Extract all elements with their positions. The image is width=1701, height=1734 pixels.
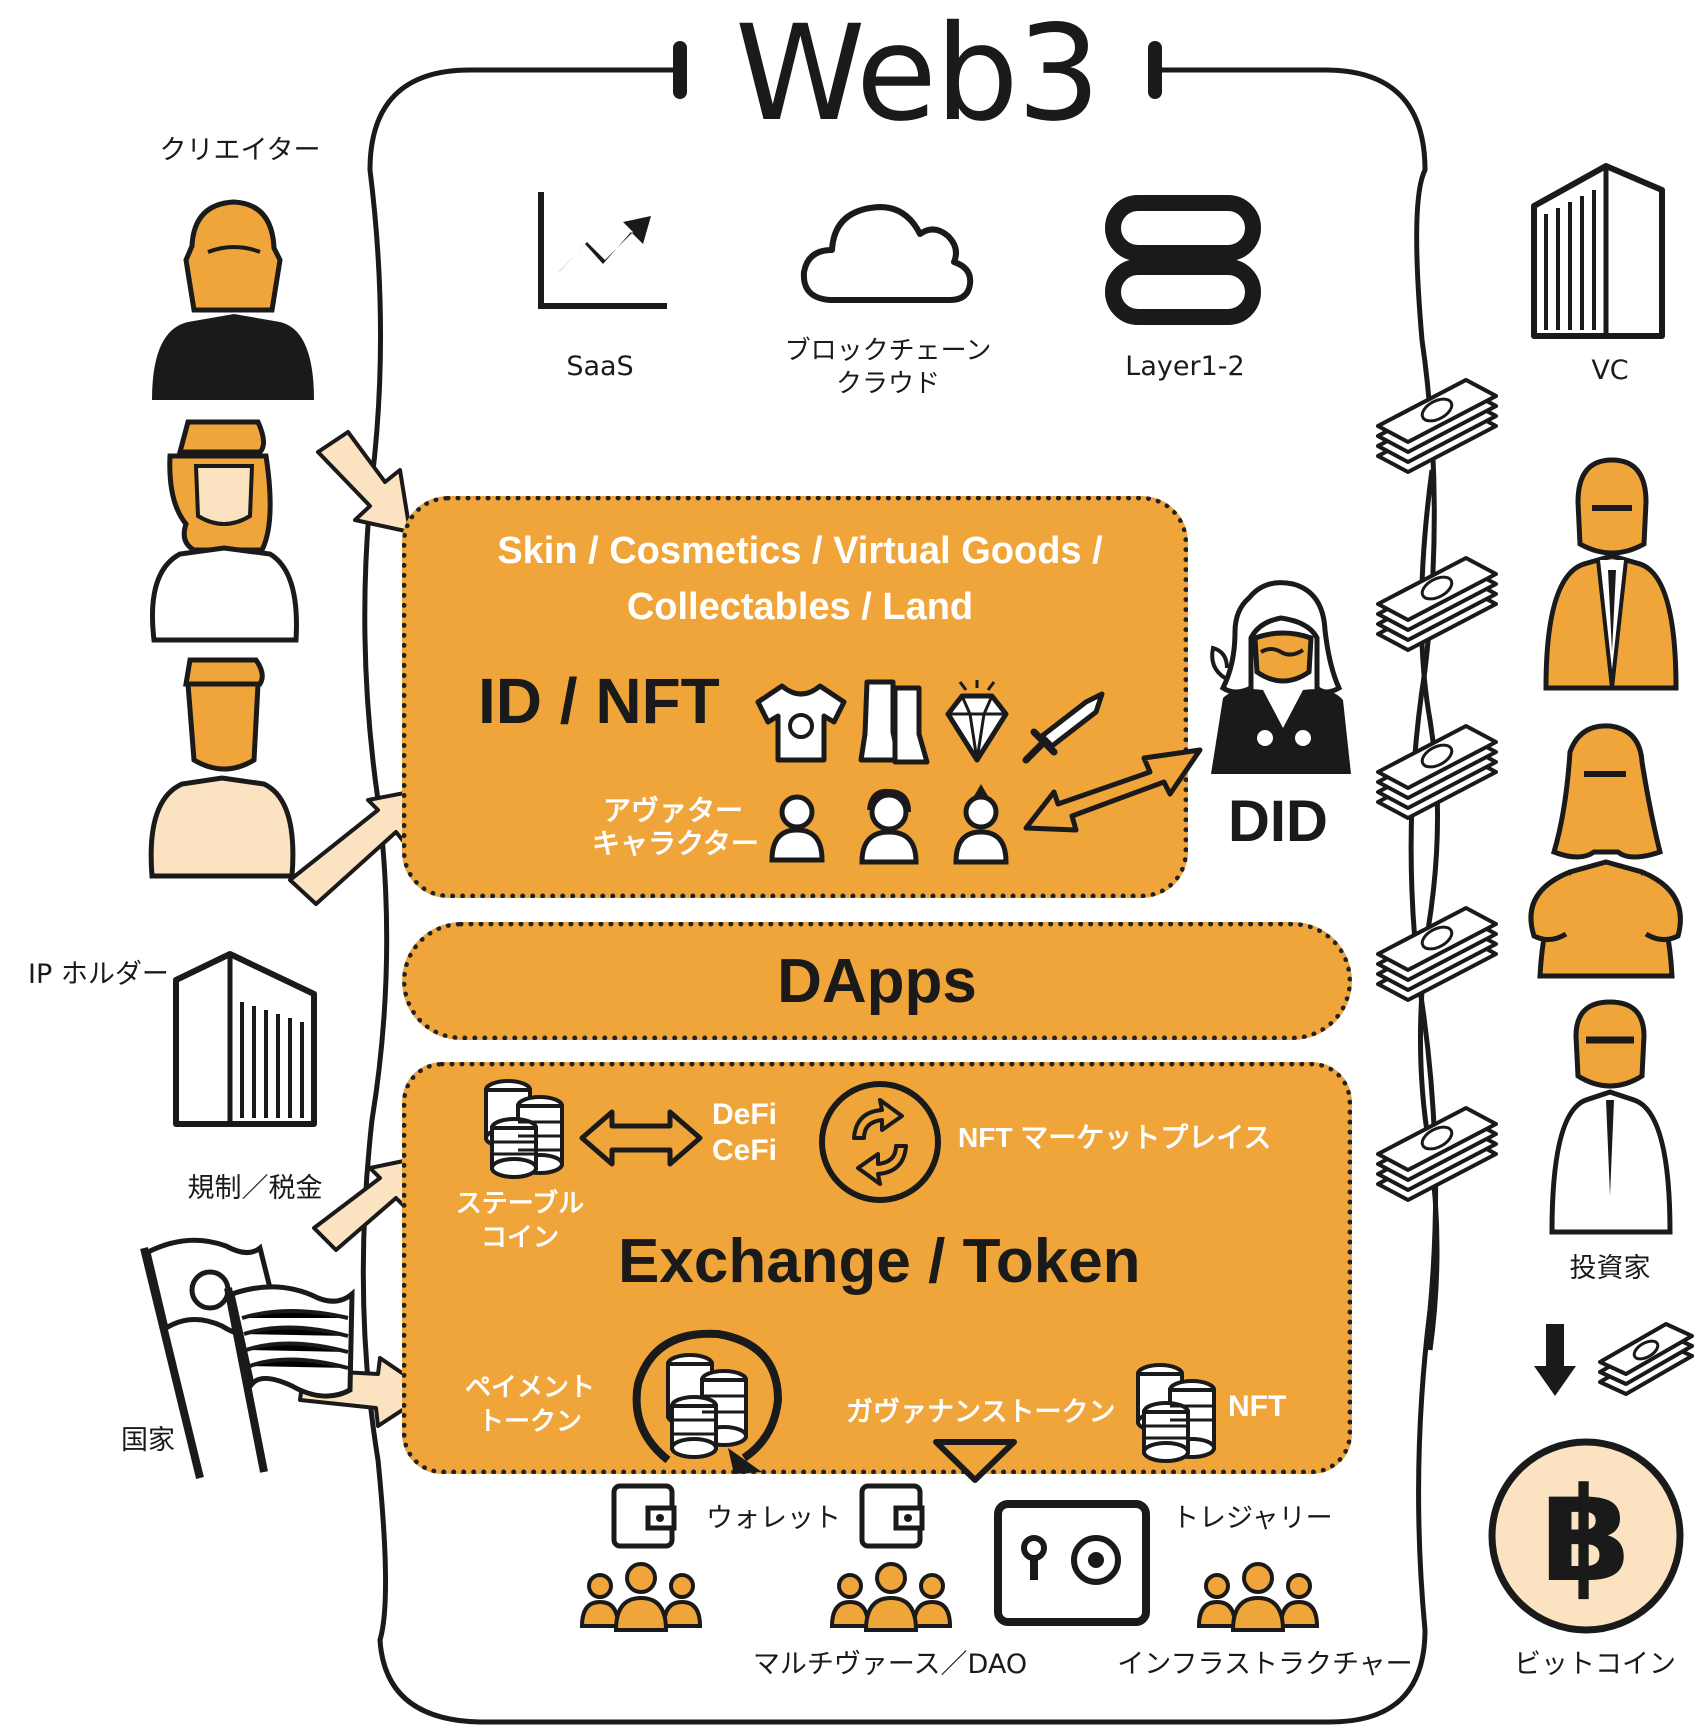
community-group-icon (579, 1562, 703, 1632)
avatar-line2: キャラクター (592, 828, 759, 859)
nft-token-label: NFT (1228, 1390, 1287, 1423)
vc-label: VC (1591, 355, 1629, 386)
id-nft-heading: ID / NFT (478, 665, 720, 737)
payment-token-line2: トークン (477, 1406, 582, 1436)
stablecoin-line1: ステーブル (455, 1188, 585, 1218)
infrastructure-label: インフラストラクチャー (1117, 1649, 1413, 1680)
page-title: Web3 (735, 0, 1101, 151)
blockchain-cloud-label: ブロックチェーン クラウド (784, 336, 992, 399)
creator-bearded-man (152, 199, 314, 400)
money-stack-3 (1376, 724, 1498, 820)
nft-marketplace-label: NFT マーケットプレイス (958, 1122, 1272, 1153)
exchange-token-heading: Exchange / Token (618, 1227, 1141, 1296)
investor-man-shirt (1549, 999, 1673, 1235)
avatar-punk-icon (953, 784, 1009, 865)
regulation-tax-label: 規制／税金 (187, 1173, 323, 1204)
money-stack-4 (1376, 906, 1498, 1002)
arrow-ip-to-exchange (312, 1156, 420, 1252)
wallet-label: ウォレット (706, 1503, 841, 1534)
governance-token-label: ガヴァナンストークン (846, 1397, 1116, 1427)
avatar-man-icon (769, 794, 825, 863)
money-stack-2 (1376, 556, 1498, 652)
ip-holder-label: IP ホルダー (28, 959, 169, 990)
svg-text:฿: ฿ (1541, 1459, 1631, 1611)
down-arrow-icon (1534, 1324, 1576, 1396)
goods-line1: Skin / Cosmetics / Virtual Goods / (497, 530, 1103, 572)
creator-young-man (148, 657, 296, 879)
dao-group-icon (829, 1562, 953, 1632)
bitcoin-label: ビットコイン (1514, 1649, 1676, 1680)
exchange-cycle-icon (819, 1081, 941, 1203)
payment-coin-cycle-icon (632, 1329, 783, 1474)
chain-link-icon (1105, 195, 1261, 325)
down-triangle-icon (933, 1439, 1017, 1483)
infrastructure-group-icon (1196, 1562, 1320, 1632)
arrow-creator-to-nft-2 (288, 788, 422, 906)
defi-label: DeFi (712, 1098, 778, 1131)
tshirt-icon (755, 683, 847, 763)
goods-line2: Collectables / Land (626, 586, 974, 628)
payment-token-line1: ペイメント (464, 1372, 595, 1402)
money-stack-1 (1376, 378, 1498, 474)
cloud-icon (800, 204, 974, 303)
treasury-label: トレジャリー (1172, 1503, 1333, 1534)
stablecoin-line2: コイン (480, 1222, 559, 1252)
chart-up-icon (538, 192, 667, 309)
creator-woman-with-cap (149, 419, 299, 643)
cefi-label: CeFi (712, 1134, 778, 1167)
avatar-woman-icon (859, 788, 919, 865)
safe-icon (994, 1500, 1150, 1626)
investor-man-suit (1543, 457, 1679, 691)
dapps-label: DApps (777, 947, 977, 1016)
wallet-icon (611, 1483, 677, 1549)
saas-label: SaaS (566, 351, 634, 382)
creator-label: クリエイター (159, 135, 321, 166)
diamond-icon (945, 680, 1009, 763)
bitcoin-icon: ฿ (1488, 1438, 1684, 1634)
avatar-line1: アヴァター (602, 795, 743, 826)
metaverse-dao-label: マルチヴァース／DAO (752, 1649, 1028, 1680)
coin-stack-icon (484, 1079, 564, 1179)
nation-flags-icon (140, 1237, 355, 1479)
arrow-creator-to-nft (316, 430, 412, 534)
wallet-icon-2 (859, 1483, 925, 1549)
sword-icon (1022, 691, 1105, 764)
money-stack-5 (1376, 1106, 1498, 1202)
dapps-panel (402, 922, 1352, 1040)
investor-woman (1528, 723, 1683, 979)
ip-holder-building-icon (173, 951, 317, 1127)
nft-did-double-arrow (1023, 747, 1203, 833)
did-label: DID (1228, 789, 1328, 854)
nft-coin-stack-icon (1136, 1363, 1216, 1463)
investor-label: 投資家 (1569, 1253, 1651, 1284)
did-avatar-woman (1210, 580, 1351, 774)
boots-icon (858, 679, 930, 765)
vc-building-icon (1531, 163, 1665, 339)
nation-label: 国家 (121, 1425, 175, 1456)
layer12-label: Layer1-2 (1125, 351, 1245, 382)
defi-double-arrow (579, 1109, 703, 1167)
money-stack-small (1598, 1322, 1694, 1396)
